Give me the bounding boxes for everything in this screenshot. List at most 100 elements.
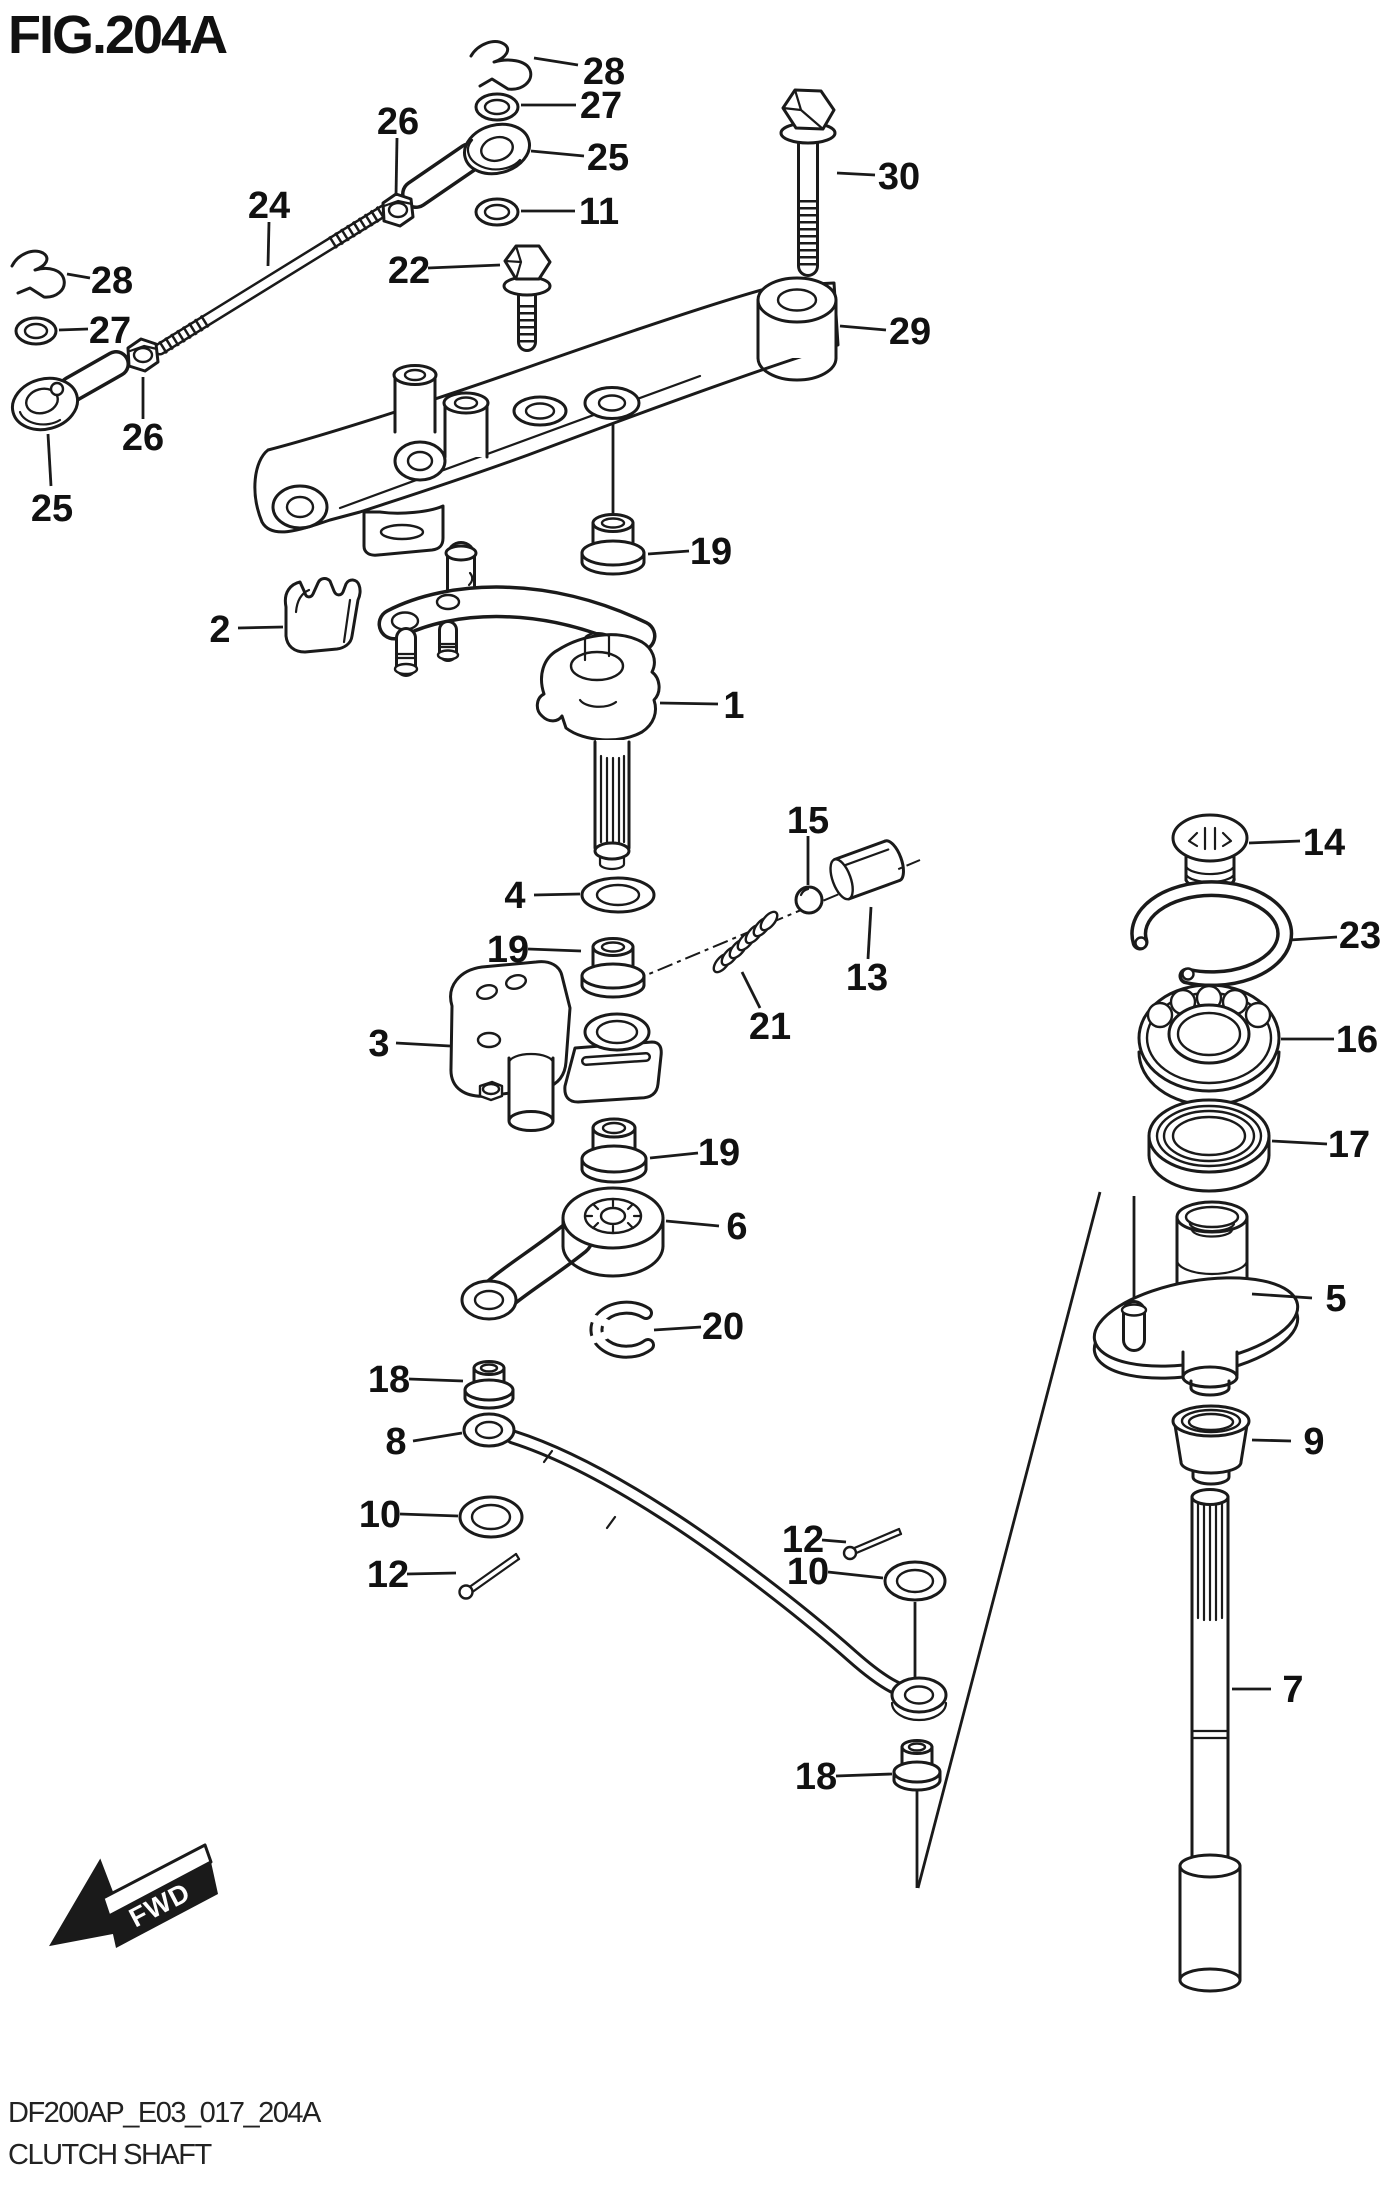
callout-4-label: 4 xyxy=(504,875,525,917)
part-19-bushing-top xyxy=(580,513,646,576)
callout-25-upper-label: 25 xyxy=(587,137,629,179)
callout-19-bottom-label: 19 xyxy=(698,1132,740,1174)
callout-5-label: 5 xyxy=(1325,1278,1346,1320)
figure-caption: CLUTCH SHAFT xyxy=(8,2139,212,2171)
part-17-seal xyxy=(1147,1098,1271,1193)
callout-26-upper: 26 xyxy=(377,101,419,197)
part-19-bushing-middle xyxy=(580,937,646,999)
callout-15: 15 xyxy=(787,800,829,885)
callout-19-bottom: 19 xyxy=(649,1132,740,1174)
callout-3-label: 3 xyxy=(368,1023,389,1065)
callout-27-left-label: 27 xyxy=(89,310,131,352)
part-4-washer xyxy=(580,876,656,914)
callout-24-label: 24 xyxy=(248,185,290,227)
callout-14-label: 14 xyxy=(1303,822,1345,864)
callout-21-label: 21 xyxy=(749,1006,791,1048)
callout-14: 14 xyxy=(1248,822,1345,864)
part-28-clip-upper xyxy=(469,40,533,91)
part-20-e-clip xyxy=(588,1300,655,1359)
callout-15-label: 15 xyxy=(787,800,829,842)
callout-29: 29 xyxy=(839,311,931,353)
callout-28-upper: 28 xyxy=(533,51,625,93)
part-10-washer-left xyxy=(458,1495,524,1539)
part-12-cotter-pin-left xyxy=(458,1552,521,1600)
callout-8: 8 xyxy=(385,1421,463,1463)
part-14-plug xyxy=(1171,813,1249,890)
part-1-clutch-shaft xyxy=(377,541,661,871)
part-23-snap-ring xyxy=(1130,880,1294,988)
callout-7-label: 7 xyxy=(1282,1669,1303,1711)
part-13-sleeve xyxy=(829,839,905,901)
callout-26-left: 26 xyxy=(122,377,164,459)
callout-18-lower-label: 18 xyxy=(795,1756,837,1798)
callout-11: 11 xyxy=(521,191,619,233)
part-2-clamp xyxy=(283,577,362,654)
callout-13-label: 13 xyxy=(846,957,888,999)
part-12-cotter-pin-right xyxy=(842,1527,903,1561)
drawing-code: DF200AP_E03_017_204A xyxy=(8,2097,321,2129)
callout-22-label: 22 xyxy=(388,250,430,292)
callout-25-left: 25 xyxy=(31,433,73,530)
callout-12-right-label: 12 xyxy=(782,1519,824,1561)
callout-18-lower: 18 xyxy=(795,1756,893,1798)
callout-10-left-label: 10 xyxy=(359,1494,401,1536)
callout-17-label: 17 xyxy=(1328,1124,1370,1166)
callout-17: 17 xyxy=(1271,1124,1370,1166)
callout-22: 22 xyxy=(388,250,501,292)
callout-27-upper-label: 27 xyxy=(580,85,622,127)
callout-11-label: 11 xyxy=(579,191,619,233)
part-29-bracket-arm xyxy=(253,276,840,557)
callout-18-upper-label: 18 xyxy=(368,1359,410,1401)
callout-4: 4 xyxy=(504,875,581,917)
callout-24: 24 xyxy=(248,185,290,267)
part-21-spring xyxy=(712,910,779,974)
part-5-housing xyxy=(1092,1200,1300,1397)
part-10-washer-right xyxy=(883,1560,947,1602)
part-22-bolt xyxy=(502,244,552,352)
callout-6: 6 xyxy=(665,1206,748,1248)
part-25-rod-end-upper xyxy=(401,122,531,209)
callout-1: 1 xyxy=(659,685,745,727)
callout-10-right: 10 xyxy=(787,1551,884,1593)
callout-18-upper: 18 xyxy=(368,1359,464,1401)
callout-19-top: 19 xyxy=(647,531,732,573)
part-30-bolt xyxy=(779,88,837,277)
part-26-nut-lower xyxy=(126,337,160,373)
part-24-tie-rod xyxy=(153,200,397,356)
callout-21: 21 xyxy=(740,971,791,1048)
callout-28-left-label: 28 xyxy=(91,260,133,302)
callout-10-right-label: 10 xyxy=(787,1551,829,1593)
callout-30: 30 xyxy=(836,156,920,198)
part-8-shift-rod xyxy=(462,1412,948,1722)
fwd-arrow-icon: FWD xyxy=(49,1843,218,1948)
callout-30-label: 30 xyxy=(878,156,920,198)
figure-footer: DF200AP_E03_017_204A CLUTCH SHAFT xyxy=(8,2092,321,2176)
callout-10-left: 10 xyxy=(359,1494,459,1536)
callout-7: 7 xyxy=(1232,1669,1304,1711)
callout-3: 3 xyxy=(368,1023,451,1065)
part-19-bushing-lower xyxy=(580,1117,648,1184)
callout-5: 5 xyxy=(1251,1278,1347,1320)
part-27-washer-upper xyxy=(474,92,520,122)
callout-26-upper-label: 26 xyxy=(377,101,419,143)
part-25-rod-end-lower xyxy=(10,350,130,432)
callout-27-left: 27 xyxy=(58,310,131,352)
part-18-bushing-upper xyxy=(463,1360,515,1410)
callout-19-middle-label: 19 xyxy=(487,929,529,971)
part-26-nut-upper xyxy=(381,192,415,228)
callout-23: 23 xyxy=(1289,915,1381,957)
callout-27-upper: 27 xyxy=(521,85,622,127)
callout-6-label: 6 xyxy=(726,1206,747,1248)
part-27-washer-left xyxy=(14,316,58,346)
callout-25-left-label: 25 xyxy=(31,488,73,530)
callout-16-label: 16 xyxy=(1336,1019,1378,1061)
callout-25-upper: 25 xyxy=(530,137,629,179)
callout-20: 20 xyxy=(653,1306,744,1348)
callout-19-top-label: 19 xyxy=(690,531,732,573)
callout-2-label: 2 xyxy=(209,609,230,651)
callout-12-right: 12 xyxy=(782,1519,847,1561)
part-18-bushing-lower xyxy=(892,1739,942,1792)
callout-28-upper-label: 28 xyxy=(583,51,625,93)
